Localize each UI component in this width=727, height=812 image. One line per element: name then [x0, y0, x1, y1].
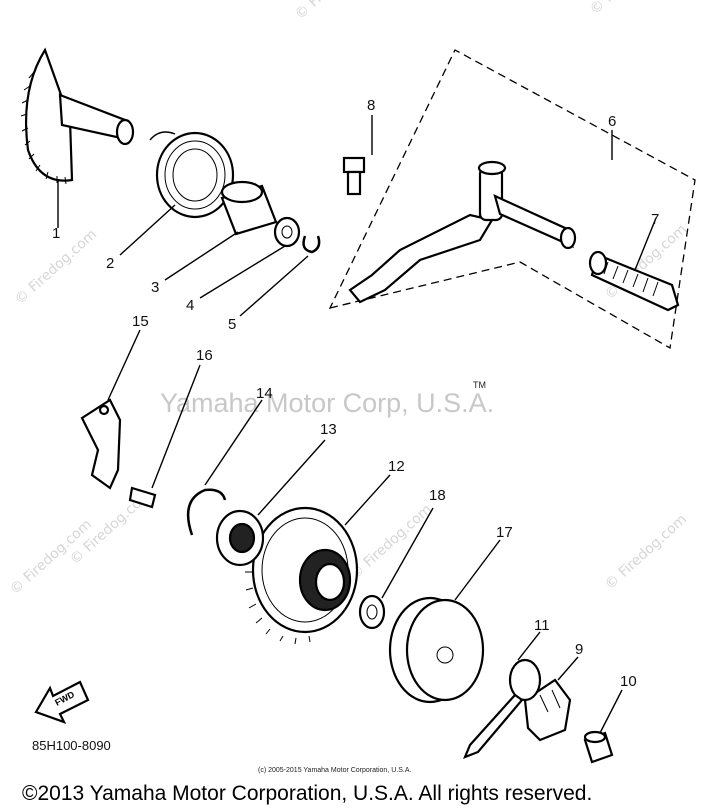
callout-16: 16 — [196, 347, 213, 364]
leader-line — [599, 689, 623, 734]
part-14-circlip — [186, 399, 263, 536]
footer-copyright: ©2013 Yamaha Motor Corporation, U.S.A. A… — [22, 782, 592, 805]
part-13-bearing — [215, 439, 326, 567]
watermark-text: © Firedog.com — [347, 501, 435, 583]
callout-14: 14 — [256, 385, 273, 402]
callout-4: 4 — [186, 297, 194, 314]
part-17-drum — [388, 539, 501, 704]
callout-15: 15 — [132, 313, 149, 330]
leader-line — [381, 507, 434, 599]
part-5-circlip — [239, 235, 321, 317]
part-1-kick-gear — [20, 47, 135, 228]
part-16-bolt — [128, 364, 201, 509]
leader-line — [517, 631, 541, 661]
callout-7: 7 — [651, 211, 659, 228]
callout-8: 8 — [367, 97, 375, 114]
callout-10: 10 — [620, 673, 637, 690]
leader-line — [557, 656, 579, 681]
callout-18: 18 — [429, 487, 446, 504]
fwd-arrow: FWD — [34, 680, 90, 724]
callout-9: 9 — [575, 641, 583, 658]
leader-line — [164, 231, 239, 281]
callout-numbers: 1 2 3 4 5 6 7 8 9 10 11 12 13 14 15 16 1… — [52, 97, 659, 690]
leader-line — [454, 539, 501, 601]
part-18-washer — [358, 507, 434, 630]
watermarks: © Firedog.com © Firedog.com © Firedog.co… — [7, 0, 690, 598]
callout-3: 3 — [151, 279, 159, 296]
leader-line — [257, 439, 326, 516]
part-12-ratchet-gear — [245, 474, 391, 645]
leader-line — [151, 364, 201, 489]
trademark-mark: TM — [473, 380, 486, 390]
watermark-text: © Firedog.com — [292, 0, 380, 23]
callout-12: 12 — [388, 458, 405, 475]
leader-line — [344, 474, 391, 526]
leader-line — [119, 204, 176, 256]
part-7-grip — [588, 217, 680, 312]
watermark-text: © Firedog.com — [587, 0, 675, 18]
small-copyright: (c) 2005-2015 Yamaha Motor Corporation, … — [258, 767, 411, 774]
callout-17: 17 — [496, 524, 513, 541]
part-4-washer — [199, 216, 301, 299]
watermark-text: © Firedog.com — [602, 511, 690, 593]
callout-1: 1 — [52, 225, 60, 242]
callout-11: 11 — [534, 617, 550, 634]
part-code: 85H100-8090 — [32, 738, 111, 753]
part-6-kick-crank — [348, 160, 577, 304]
leader-line — [239, 255, 309, 317]
leader-line — [634, 217, 657, 271]
part-15-bracket — [80, 329, 141, 490]
callout-13: 13 — [320, 421, 337, 438]
part-8-bolt — [342, 115, 373, 196]
leader-line — [204, 399, 263, 486]
leader-line — [199, 245, 286, 299]
part-2-torsion-spring — [119, 131, 235, 256]
callout-2: 2 — [106, 255, 114, 272]
part-10-collar — [583, 689, 623, 764]
leader-line — [107, 329, 141, 401]
part-3-spacer — [164, 180, 278, 281]
kick-crank-assembly-box — [328, 49, 696, 350]
part-11-clip — [462, 631, 542, 759]
callout-6: 6 — [608, 113, 616, 130]
callout-5: 5 — [228, 316, 236, 333]
corp-watermark: Yamaha Motor Corp, U.S.A. — [160, 388, 494, 418]
